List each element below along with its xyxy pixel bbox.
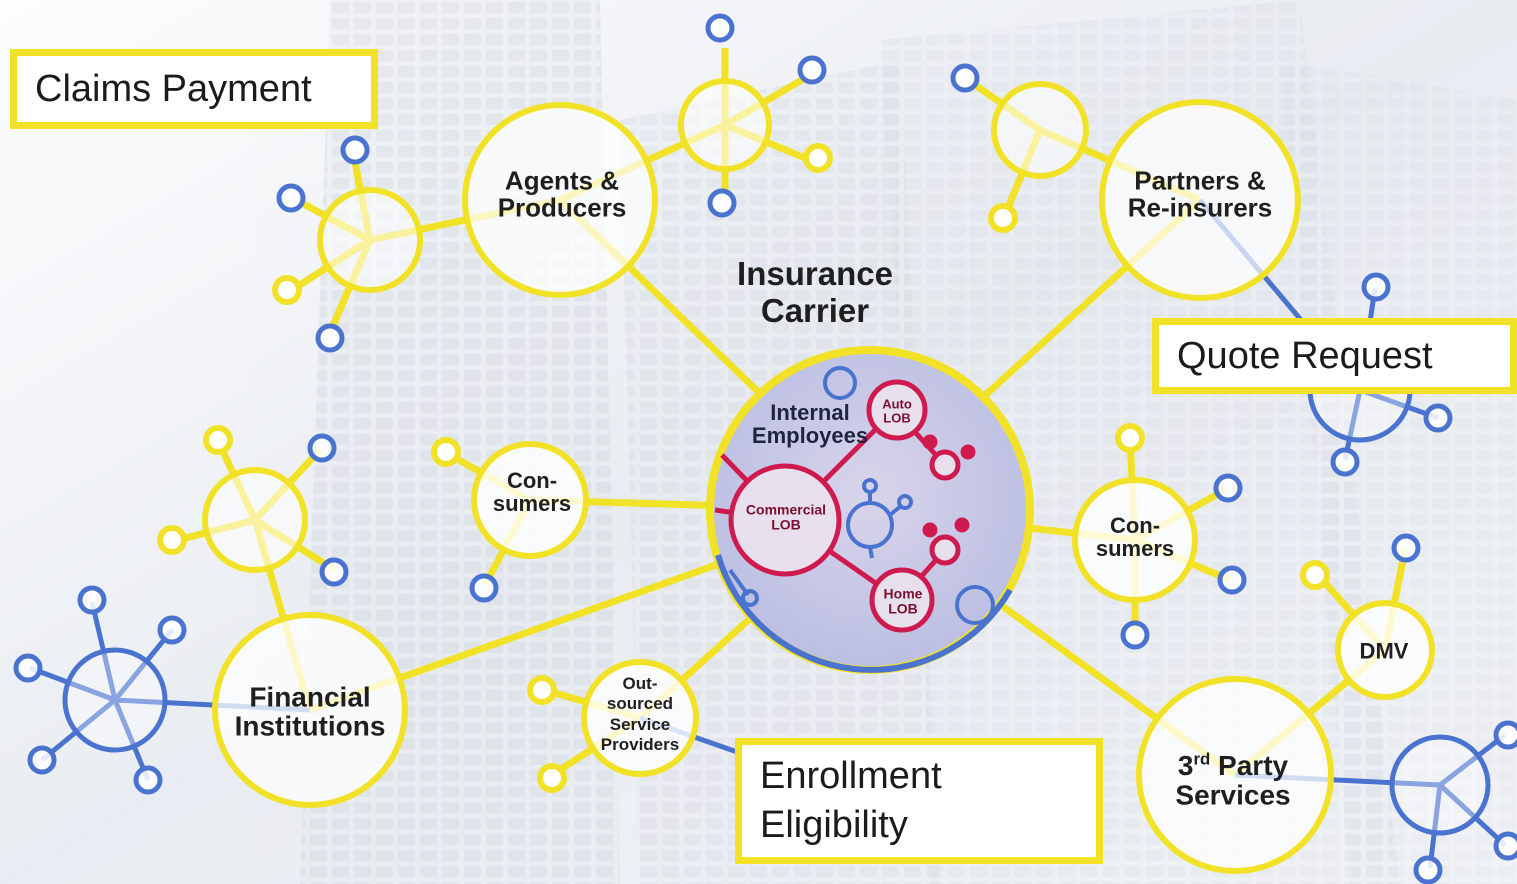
yellow-leaf	[803, 143, 833, 173]
blue-leaf	[157, 615, 187, 645]
blue-leaf	[705, 13, 735, 43]
third-party-node	[1136, 676, 1334, 874]
blue-leaf	[469, 573, 499, 603]
partners-reinsurers-label: Partners & Re-insurers	[1127, 165, 1273, 223]
blue-leaf	[1330, 447, 1360, 477]
yellow-leaf	[527, 675, 557, 705]
blue-leaf	[950, 63, 980, 93]
blue-leaf	[1120, 620, 1150, 650]
blue-leaf	[1493, 720, 1517, 750]
insurance-carrier-title: Insurance Carrier	[737, 255, 893, 329]
blue-leaf	[315, 323, 345, 353]
consumers-left-node	[471, 441, 589, 559]
blue-leaf	[1217, 565, 1247, 595]
eligibility-label: Eligibility	[760, 804, 908, 846]
financial-node	[212, 612, 408, 808]
quote-request-label: Quote Request	[1177, 334, 1433, 377]
agents-node	[462, 102, 658, 298]
consumers-left-label: Con- sumers	[492, 467, 572, 516]
yellow-leaf	[537, 763, 567, 793]
yellow-leaf	[272, 275, 302, 305]
internal-employees-label: Internal Employees	[751, 399, 869, 448]
blue-leaf	[13, 653, 43, 683]
blue-leaf	[1413, 855, 1443, 884]
enrollment-label: Enrollment	[760, 754, 942, 797]
financial-institutions-label: Financial Institutions	[234, 681, 386, 742]
blue-leaf	[797, 55, 827, 85]
home-lob-node	[869, 567, 935, 633]
yellow-nodes	[157, 78, 1435, 874]
outsourced-node	[581, 659, 699, 777]
consumers-right-label: Con- sumers	[1095, 512, 1175, 561]
blue-leaf	[276, 183, 306, 213]
yellow-node-agents-left	[317, 187, 423, 293]
blue-node-financial-cluster	[62, 647, 168, 753]
blue-leaf	[1213, 473, 1243, 503]
commercial-lob-node	[728, 463, 842, 577]
yellow-node-agents-satellite	[678, 78, 772, 172]
auto-lob-node	[866, 379, 928, 441]
blue-leaf	[1493, 831, 1517, 861]
blue-leaf	[319, 557, 349, 587]
blue-leaf	[133, 765, 163, 795]
partners-node	[1099, 99, 1301, 301]
blue-leaf	[340, 135, 370, 165]
agents-producers-label: Agents & Producers	[497, 165, 627, 223]
yellow-node-financial-satellite	[202, 467, 308, 573]
dmv-node	[1335, 600, 1435, 700]
insurance-carrier-hub	[706, 346, 1034, 674]
blue-leaf	[1391, 533, 1421, 563]
enrollment-eligibility-callout: Enrollment Eligibility	[735, 738, 1103, 864]
yellow-leaf	[203, 425, 233, 455]
yellow-leaf	[431, 437, 461, 467]
blue-leaf	[1361, 272, 1391, 302]
claims-payment-callout: Claims Payment	[10, 49, 378, 129]
quote-request-callout: Quote Request	[1152, 318, 1517, 394]
claims-payment-label: Claims Payment	[35, 67, 312, 110]
yellow-node-partners-satellite	[991, 81, 1089, 179]
home-lob-label: Home LOB	[883, 585, 923, 616]
blue-leaf	[707, 188, 737, 218]
outsourced-service-providers-label: Out- sourced Service Providers	[600, 674, 680, 755]
blue-node-services-cluster	[1389, 734, 1491, 836]
dmv-label: DMV	[1359, 638, 1409, 664]
auto-lob-label: Auto LOB	[882, 396, 912, 425]
blue-leaf	[77, 585, 107, 615]
commercial-lob-label: Commercial LOB	[745, 501, 827, 532]
yellow-leaf	[988, 203, 1018, 233]
blue-leaf	[307, 433, 337, 463]
yellow-leaf	[1300, 560, 1330, 590]
blue-leaf	[27, 745, 57, 775]
yellow-leaf	[1115, 423, 1145, 453]
blue-leaf	[1423, 403, 1453, 433]
consumers-right-node	[1072, 477, 1198, 603]
third-party-services-label: 3rd Party Services	[1175, 749, 1291, 811]
yellow-leaf	[157, 525, 187, 555]
